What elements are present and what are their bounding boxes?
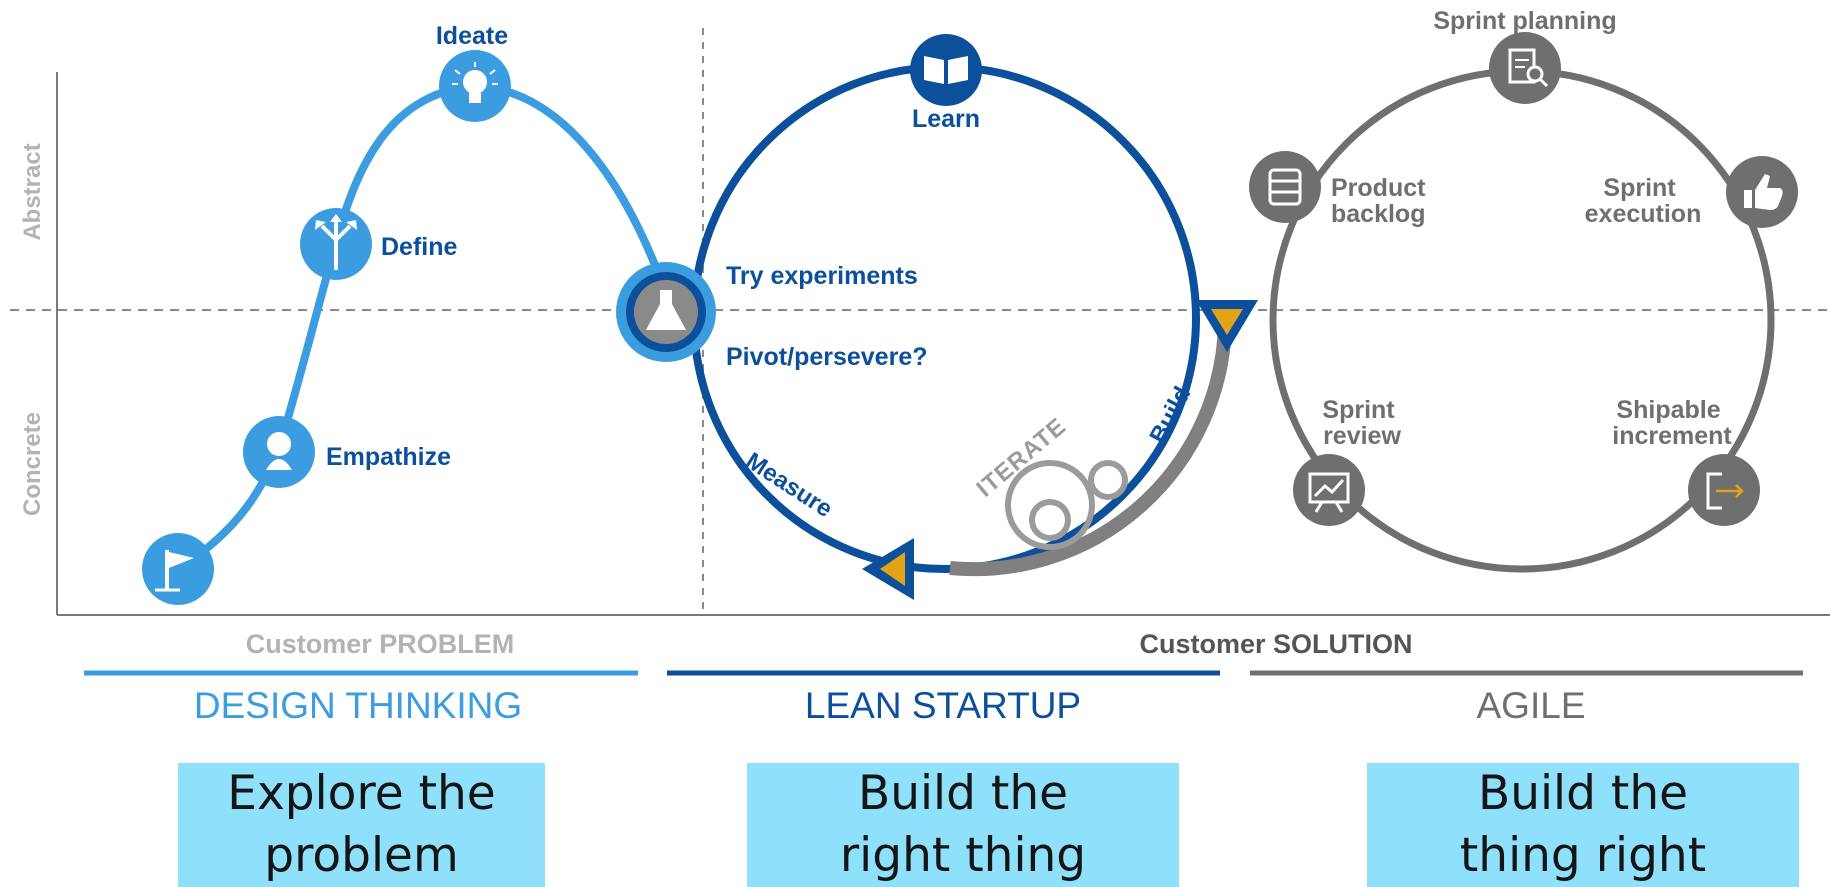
customer-solution-label: Customer SOLUTION — [1139, 629, 1412, 659]
build-thing-right-line-1: Build the — [1477, 766, 1689, 821]
explore-problem-line-1: Explore the — [227, 766, 496, 821]
sprint-execution-label: Sprint execution — [1585, 174, 1702, 228]
list-icon — [1249, 151, 1321, 223]
sprint-planning-label: Sprint planning — [1433, 7, 1616, 35]
product-backlog-line-2: backlog — [1331, 200, 1425, 228]
build-thing-right-box: Build the thing right — [1367, 763, 1799, 887]
shipable-increment-line-1: Shipable — [1616, 396, 1720, 424]
sprint-review-line-2: review — [1323, 422, 1401, 450]
y-axis-concrete-label: Concrete — [19, 412, 46, 516]
ideate-label: Ideate — [436, 22, 508, 50]
define-label: Define — [381, 233, 458, 261]
product-backlog-line-1: Product — [1331, 174, 1426, 202]
empathize-label: Empathize — [326, 443, 451, 471]
build-thing-right-line-2: thing right — [1459, 828, 1707, 883]
product-backlog-label: Product backlog — [1331, 174, 1432, 228]
shipable-increment-line-2: increment — [1612, 422, 1732, 450]
learn-label: Learn — [912, 105, 980, 133]
person-head-icon — [243, 416, 315, 488]
chart-board-icon — [1293, 454, 1365, 526]
lean-startup-title: LEAN STARTUP — [805, 685, 1081, 726]
try-experiments-label: Try experiments — [726, 262, 918, 290]
measure-triangle-icon — [862, 538, 914, 600]
build-arc — [949, 324, 1232, 577]
clipboard-search-icon — [1489, 32, 1561, 104]
customer-problem-label: Customer PROBLEM — [246, 629, 515, 659]
build-right-thing-text: Build the right thing — [840, 763, 1086, 887]
exit-arrow-icon — [1688, 454, 1760, 526]
sprint-review-label: Sprint review — [1322, 396, 1401, 450]
design-thinking-title: DESIGN THINKING — [194, 685, 522, 726]
pivot-persevere-label: Pivot/persevere? — [726, 343, 928, 371]
explore-problem-line-2: problem — [264, 828, 459, 883]
agile-title: AGILE — [1477, 685, 1586, 726]
explore-problem-box: Explore the problem — [178, 763, 545, 887]
split-arrows-icon — [300, 208, 372, 280]
book-icon — [910, 34, 982, 106]
iterate-loops-icon — [1005, 460, 1128, 550]
flask-icon — [616, 262, 716, 362]
sprint-execution-line-1: Sprint — [1603, 174, 1676, 202]
iterate-label: ITERATE — [972, 413, 1072, 503]
build-right-thing-box: Build the right thing — [747, 763, 1179, 887]
sprint-review-line-1: Sprint — [1322, 396, 1395, 424]
build-right-thing-line-1: Build the — [857, 766, 1069, 821]
shipable-increment-label: Shipable increment — [1612, 396, 1732, 450]
lightbulb-icon — [439, 50, 511, 122]
explore-problem-text: Explore the problem — [227, 763, 495, 887]
thumbs-up-icon — [1726, 156, 1798, 228]
design-thinking-curve — [176, 81, 674, 572]
build-thing-right-text: Build the thing right — [1460, 763, 1706, 887]
flag-icon — [142, 533, 214, 605]
build-triangle-icon — [1196, 300, 1258, 352]
sprint-execution-line-2: execution — [1585, 200, 1702, 228]
build-right-thing-line-2: right thing — [839, 828, 1087, 883]
y-axis-abstract-label: Abstract — [19, 143, 46, 240]
